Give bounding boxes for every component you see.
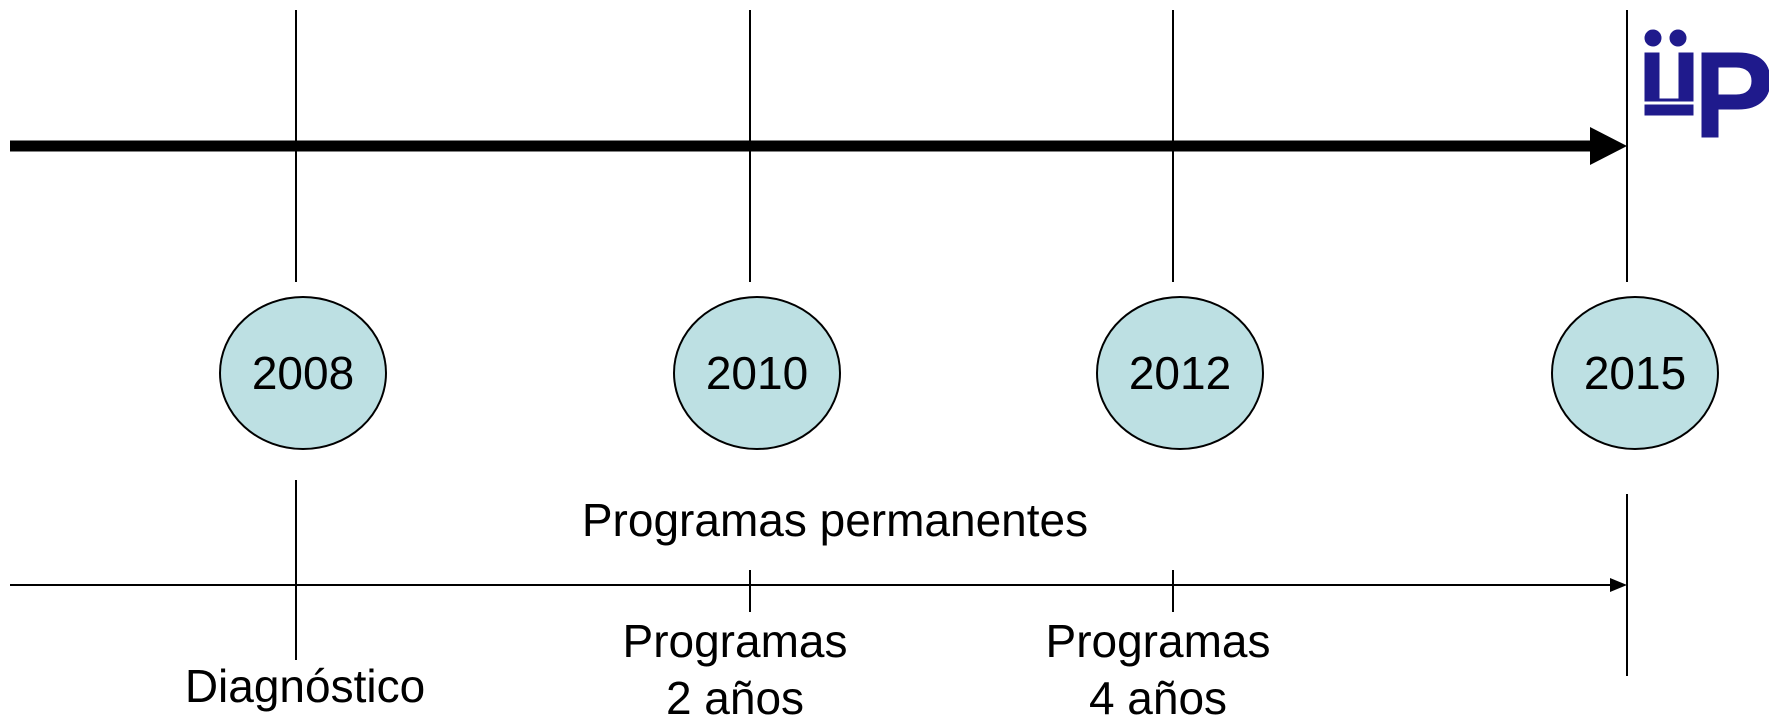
programs-2-years-line2: 2 años [665, 672, 805, 724]
milestone-circle-2015 [1551, 296, 1719, 450]
year-label-2015: 2015 [1583, 347, 1687, 399]
lower-arrowhead [1610, 578, 1627, 592]
milestone-circle-2012 [1096, 296, 1264, 450]
programs-2-years-line1: Programas [622, 615, 848, 667]
diagnostic-label: Diagnóstico [184, 660, 426, 712]
programs-4-years-line1: Programas [1045, 615, 1271, 667]
milestone-circle-2008 [219, 296, 387, 450]
year-label-2008: 2008 [251, 347, 355, 399]
year-label-2012: 2012 [1128, 347, 1232, 399]
programs-4-years-line2: 4 años [1088, 672, 1228, 724]
permanent-programs-label: Programas permanentes [581, 494, 1089, 546]
university-logo-icon [1640, 25, 1769, 145]
year-label-2010: 2010 [705, 347, 809, 399]
milestone-circle-2010 [673, 296, 841, 450]
main-arrowhead [1590, 127, 1627, 165]
